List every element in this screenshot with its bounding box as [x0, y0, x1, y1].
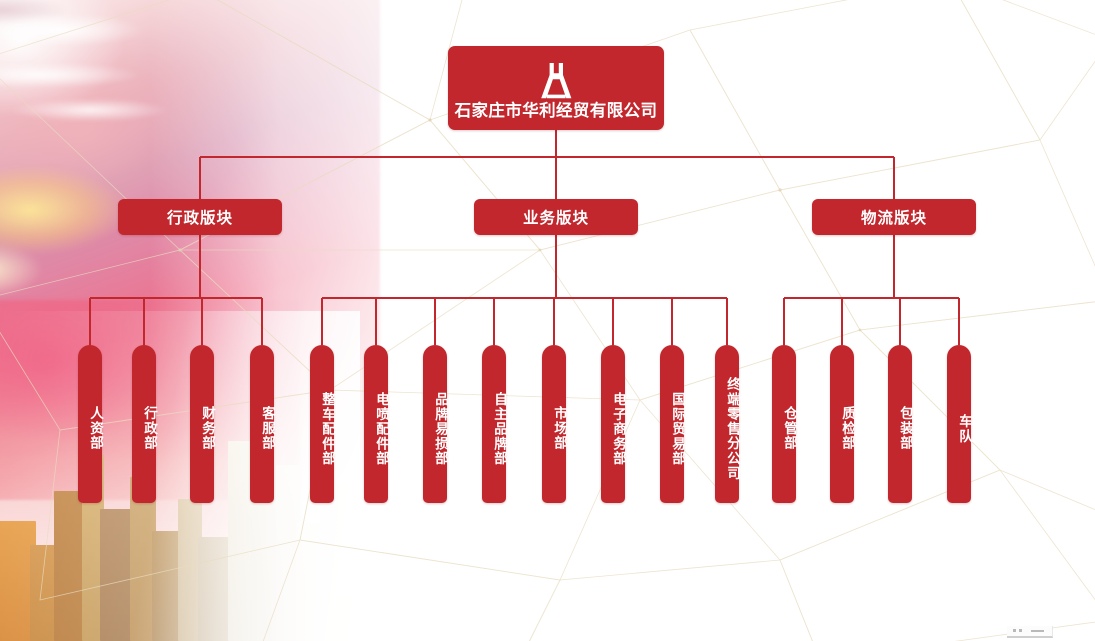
department-node[interactable]: 市场部: [542, 345, 567, 503]
department-label: 客服部: [259, 406, 275, 451]
department-node[interactable]: 电喷配件部: [364, 345, 389, 503]
department-node[interactable]: 品牌易损部: [423, 345, 448, 503]
page-indicator[interactable]: [1007, 626, 1053, 638]
division-label: 业务版块: [522, 209, 589, 227]
department-label: 质检部: [839, 406, 855, 451]
department-label: 市场部: [551, 406, 567, 451]
root-label: 石家庄市华利经贸有限公司: [454, 100, 658, 120]
department-node[interactable]: 质检部: [830, 345, 855, 503]
department-node[interactable]: 自主品牌部: [482, 345, 507, 503]
department-label: 国际贸易部: [669, 391, 685, 466]
department-label: 终端零售分公司: [724, 376, 740, 481]
indicator-bar: [1031, 630, 1044, 632]
department-label: 包装部: [897, 406, 913, 451]
department-node[interactable]: 整车配件部: [310, 345, 335, 503]
department-node[interactable]: 财务部: [190, 345, 215, 503]
division-node-administrative[interactable]: 行政版块: [118, 199, 282, 235]
department-label: 电子商务部: [610, 391, 626, 466]
department-label: 人资部: [87, 406, 103, 451]
root-node[interactable]: 石家庄市华利经贸有限公司: [448, 46, 664, 130]
division-node-business[interactable]: 业务版块: [474, 199, 638, 235]
huali-arch-logo-icon: [541, 62, 572, 98]
division-node-logistics[interactable]: 物流版块: [812, 199, 976, 235]
department-node[interactable]: 电子商务部: [601, 345, 626, 503]
department-label: 车队: [956, 413, 972, 444]
indicator-dot: [1013, 629, 1016, 632]
department-label: 电喷配件部: [373, 391, 389, 466]
department-label: 行政部: [141, 406, 157, 451]
department-node[interactable]: 国际贸易部: [660, 345, 685, 503]
department-label: 自主品牌部: [491, 391, 507, 466]
department-node[interactable]: 仓管部: [772, 345, 797, 503]
department-label: 财务部: [199, 406, 215, 451]
department-node[interactable]: 客服部: [250, 345, 275, 503]
indicator-dot: [1019, 629, 1022, 632]
division-label: 行政版块: [166, 209, 233, 227]
department-label: 仓管部: [781, 406, 797, 451]
background-fade: [150, 0, 470, 641]
department-node[interactable]: 车队: [947, 345, 972, 503]
department-node[interactable]: 包装部: [888, 345, 913, 503]
department-label: 品牌易损部: [432, 391, 448, 466]
department-node[interactable]: 终端零售分公司: [715, 345, 740, 503]
division-label: 物流版块: [860, 209, 927, 227]
department-node[interactable]: 行政部: [132, 345, 157, 503]
department-label: 整车配件部: [319, 391, 335, 466]
department-node[interactable]: 人资部: [78, 345, 103, 503]
